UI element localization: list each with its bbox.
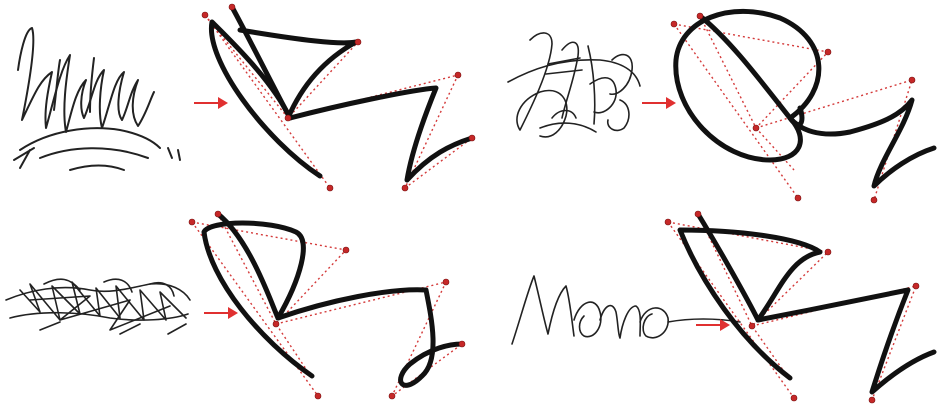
handwritten-signature-icon: [14, 28, 180, 170]
panel-bottom-left: [6, 211, 465, 399]
right-arrow-icon: [642, 97, 676, 109]
bezier-stroke-icon: [202, 4, 475, 191]
bezier-stroke-icon: [671, 11, 934, 203]
handwritten-signature-icon: [508, 33, 640, 137]
panel-bottom-right: [512, 211, 934, 403]
panel-top-left: [14, 4, 475, 191]
bezier-stroke-icon: [189, 211, 465, 399]
handwritten-signature-icon: [6, 279, 190, 334]
right-arrow-icon: [696, 319, 730, 331]
panel-top-right: [508, 11, 934, 203]
right-arrow-icon: [194, 97, 228, 109]
bezier-stroke-icon: [665, 211, 934, 403]
right-arrow-icon: [204, 307, 238, 319]
